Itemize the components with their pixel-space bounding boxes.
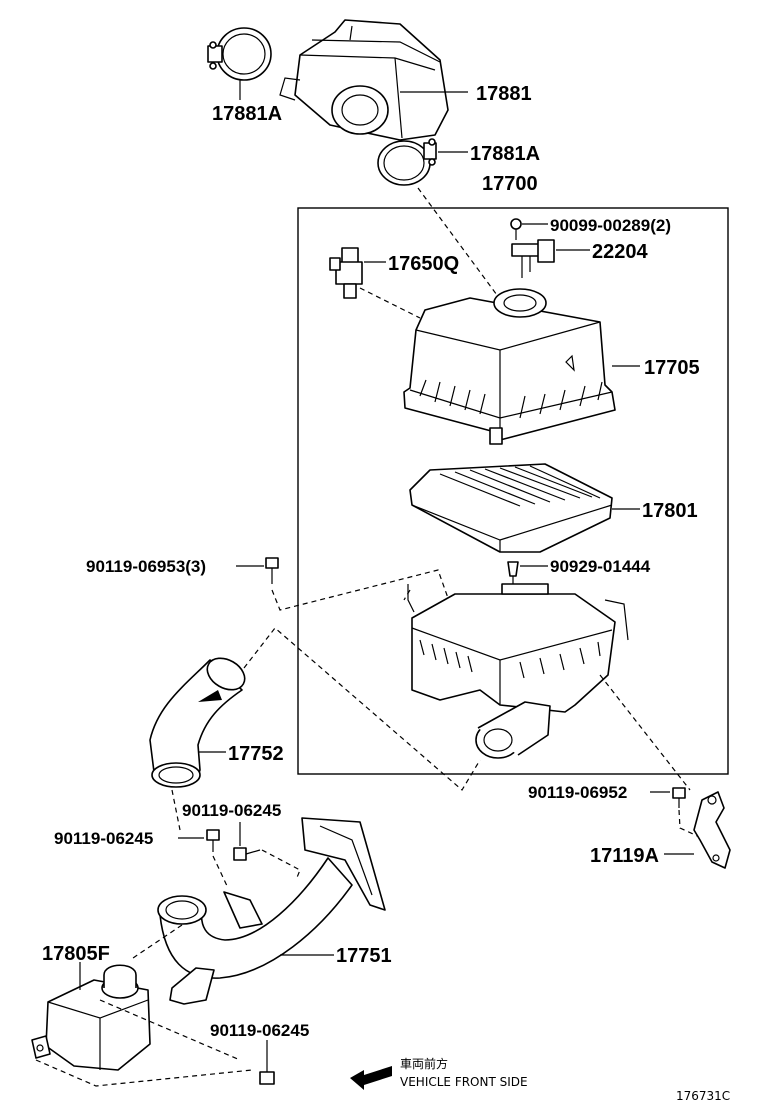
part-label-90929-01444: 90929-01444 [550,557,651,576]
assembly-guide-line [359,287,421,319]
assembly-guide-line [403,589,411,601]
part-label-90119-06245-left: 90119-06245 [54,829,153,848]
assembly-guide-line [243,627,481,791]
direction-note-english: VEHICLE FRONT SIDE [400,1075,528,1089]
part-label-17881A-top: 17881A [212,103,282,125]
part-label-17700: 17700 [482,173,538,195]
part-label-17650Q: 17650Q [388,253,459,275]
assembly-guide-line [417,187,509,311]
part-label-22204: 22204 [592,241,648,263]
assembly-guide-line [35,999,253,1087]
air-filter-element[interactable] [409,463,613,553]
bolt-90119-06245-a[interactable] [206,829,220,852]
intake-duct-17751[interactable] [157,817,386,1005]
hose-clamp-bottom[interactable] [377,138,437,186]
air-cleaner-assembly-box [297,207,729,775]
part-label-17752: 17752 [228,743,284,765]
bolt-90119-06245-c[interactable] [259,1058,275,1085]
part-label-17119A: 17119A [590,845,659,867]
part-label-90119-06952: 90119-06952 [528,783,627,802]
air-flow-meter-housing[interactable] [279,19,449,141]
direction-note-japanese: 車両前方 [400,1056,448,1071]
part-label-17751: 17751 [336,945,392,967]
part-label-17881A-clamp: 17881A [470,143,540,165]
vacuum-switching-valve[interactable] [329,247,363,299]
bracket-17119A[interactable] [693,791,731,869]
part-label-90119-06245-upper: 90119-06245 [182,801,281,820]
part-label-90119-06245-lower: 90119-06245 [210,1021,309,1040]
assembly-guide-line [171,789,181,831]
air-flow-sensor[interactable] [511,239,555,278]
assembly-guide-line [271,569,449,611]
illustration-code: 176731C [676,1089,730,1103]
air-cleaner-case[interactable] [407,583,629,759]
part-label-17881: 17881 [476,83,532,105]
part-label-17805F: 17805F [42,943,110,965]
clip-90929[interactable] [507,561,519,584]
vehicle-front-arrow-icon [350,1066,392,1090]
resonator-17805F[interactable] [31,964,151,1071]
part-label-90119-06953: 90119-06953(3) [86,557,206,576]
part-label-90099-00289: 90099-00289(2) [550,216,671,235]
bolt-90119-06953[interactable] [265,557,279,584]
assembly-guide-line [599,674,691,791]
assembly-guide-line [212,849,301,889]
screw-90099[interactable] [510,218,522,240]
assembly-guide-line [129,924,183,961]
bolt-90119-06952[interactable] [672,787,686,808]
air-cleaner-cap[interactable] [403,288,616,445]
hose-clamp-top[interactable] [207,27,272,81]
part-label-17801: 17801 [642,500,698,522]
part-label-17705: 17705 [644,357,700,379]
intake-hose-17752[interactable] [149,652,250,788]
bolt-90119-06245-b[interactable] [233,847,261,861]
